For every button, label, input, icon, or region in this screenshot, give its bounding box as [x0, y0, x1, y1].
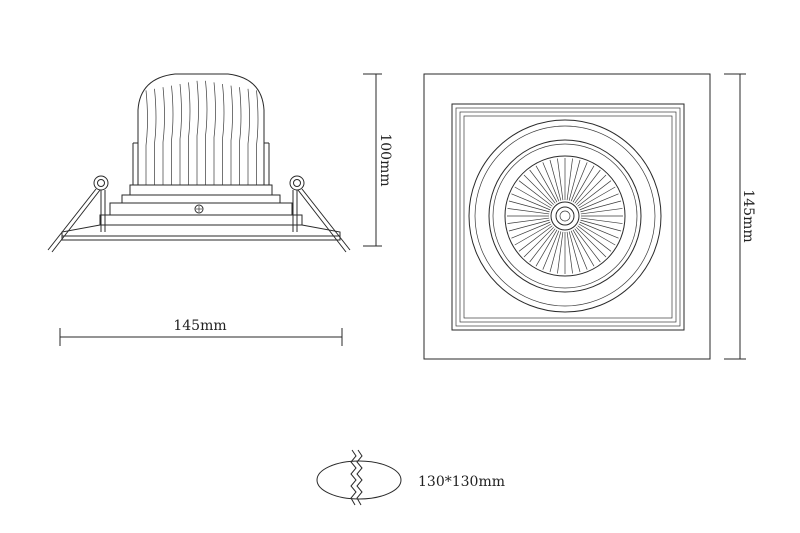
- reflector-rib: [535, 229, 558, 267]
- width-dimension: 145mm: [59, 318, 343, 346]
- reflector-rib: [549, 231, 562, 273]
- reflector-rib: [511, 221, 551, 239]
- fin-line: [179, 83, 182, 185]
- reflector-rib: [529, 228, 556, 263]
- fin-line: [145, 90, 148, 185]
- reflector-rib: [572, 165, 595, 203]
- reflector-rib: [529, 169, 556, 204]
- reflector-rib: [508, 200, 550, 213]
- spring-clip-left: [47, 175, 109, 253]
- reflector-rib: [518, 225, 553, 252]
- fin-line: [239, 87, 242, 185]
- fin-line: [196, 80, 199, 185]
- height-dimension: 100mm: [363, 73, 393, 247]
- fin-line: [205, 80, 208, 185]
- housing-base: [61, 184, 341, 241]
- reflector-rib: [518, 180, 553, 207]
- heat-sink-fins: [145, 80, 259, 185]
- reflector-rib: [579, 193, 619, 211]
- reflector-rib: [580, 200, 622, 213]
- reflector-rib: [580, 208, 623, 215]
- fin-line: [213, 82, 216, 185]
- cutout-label: 130*130mm: [418, 474, 505, 490]
- fin-line: [247, 88, 250, 185]
- outer-frame: [423, 73, 711, 360]
- reflector-rib: [570, 162, 588, 202]
- reflector-rib: [523, 227, 554, 258]
- reflector-rib: [549, 159, 562, 201]
- reflector-rib: [507, 217, 550, 224]
- reflector-rib: [566, 158, 573, 201]
- spring-clip-right: [289, 175, 351, 253]
- reflector-rib: [578, 186, 616, 209]
- fin-line: [154, 88, 157, 185]
- reflector-rib: [535, 165, 558, 203]
- side-view: 100mm 145mm: [47, 73, 393, 346]
- heat-sink: [132, 73, 270, 185]
- reflector-rib: [511, 193, 551, 211]
- screw-icon: [194, 204, 204, 214]
- reflector-rib: [557, 231, 564, 274]
- reflector-rib: [508, 219, 550, 232]
- cutout-ellipse-icon: [316, 460, 402, 500]
- reflector-rib: [570, 230, 588, 270]
- height-label: 100mm: [377, 133, 393, 186]
- reflector-rib: [578, 223, 616, 246]
- reflector-rib: [579, 221, 619, 239]
- front-height-label: 145mm: [740, 189, 756, 242]
- reflector-rib: [557, 158, 564, 201]
- reflector-rib: [542, 162, 560, 202]
- reflector-rib: [514, 186, 552, 209]
- reflector-rib: [577, 180, 612, 207]
- reflector-rib: [523, 174, 554, 205]
- reflector-rib: [514, 223, 552, 246]
- lens-assembly: [468, 119, 662, 313]
- reflector-ribs: [507, 158, 623, 274]
- reflector-rib: [574, 169, 601, 204]
- reflector-rib: [574, 228, 601, 263]
- reflector-rib: [576, 227, 607, 258]
- reflector-rib: [542, 230, 560, 270]
- fin-line: [230, 85, 233, 185]
- width-label: 145mm: [173, 318, 226, 334]
- fin-line: [171, 85, 174, 185]
- front-view: 145mm: [423, 73, 756, 360]
- reflector-rib: [568, 231, 581, 273]
- fin-line: [222, 83, 225, 185]
- reflector-rib: [568, 159, 581, 201]
- reflector-rib: [566, 231, 573, 274]
- fin-line: [188, 82, 191, 185]
- cutout-symbol: 130*130mm: [316, 449, 505, 506]
- fin-line: [256, 90, 259, 185]
- reflector-rib: [572, 229, 595, 267]
- reflector-rib: [577, 225, 612, 252]
- front-height-dimension: 145mm: [724, 73, 756, 360]
- reflector-rib: [507, 208, 550, 215]
- reflector-rib: [576, 174, 607, 205]
- fin-line: [162, 87, 165, 185]
- reflector-rib: [580, 219, 622, 232]
- reflector-rib: [580, 217, 623, 224]
